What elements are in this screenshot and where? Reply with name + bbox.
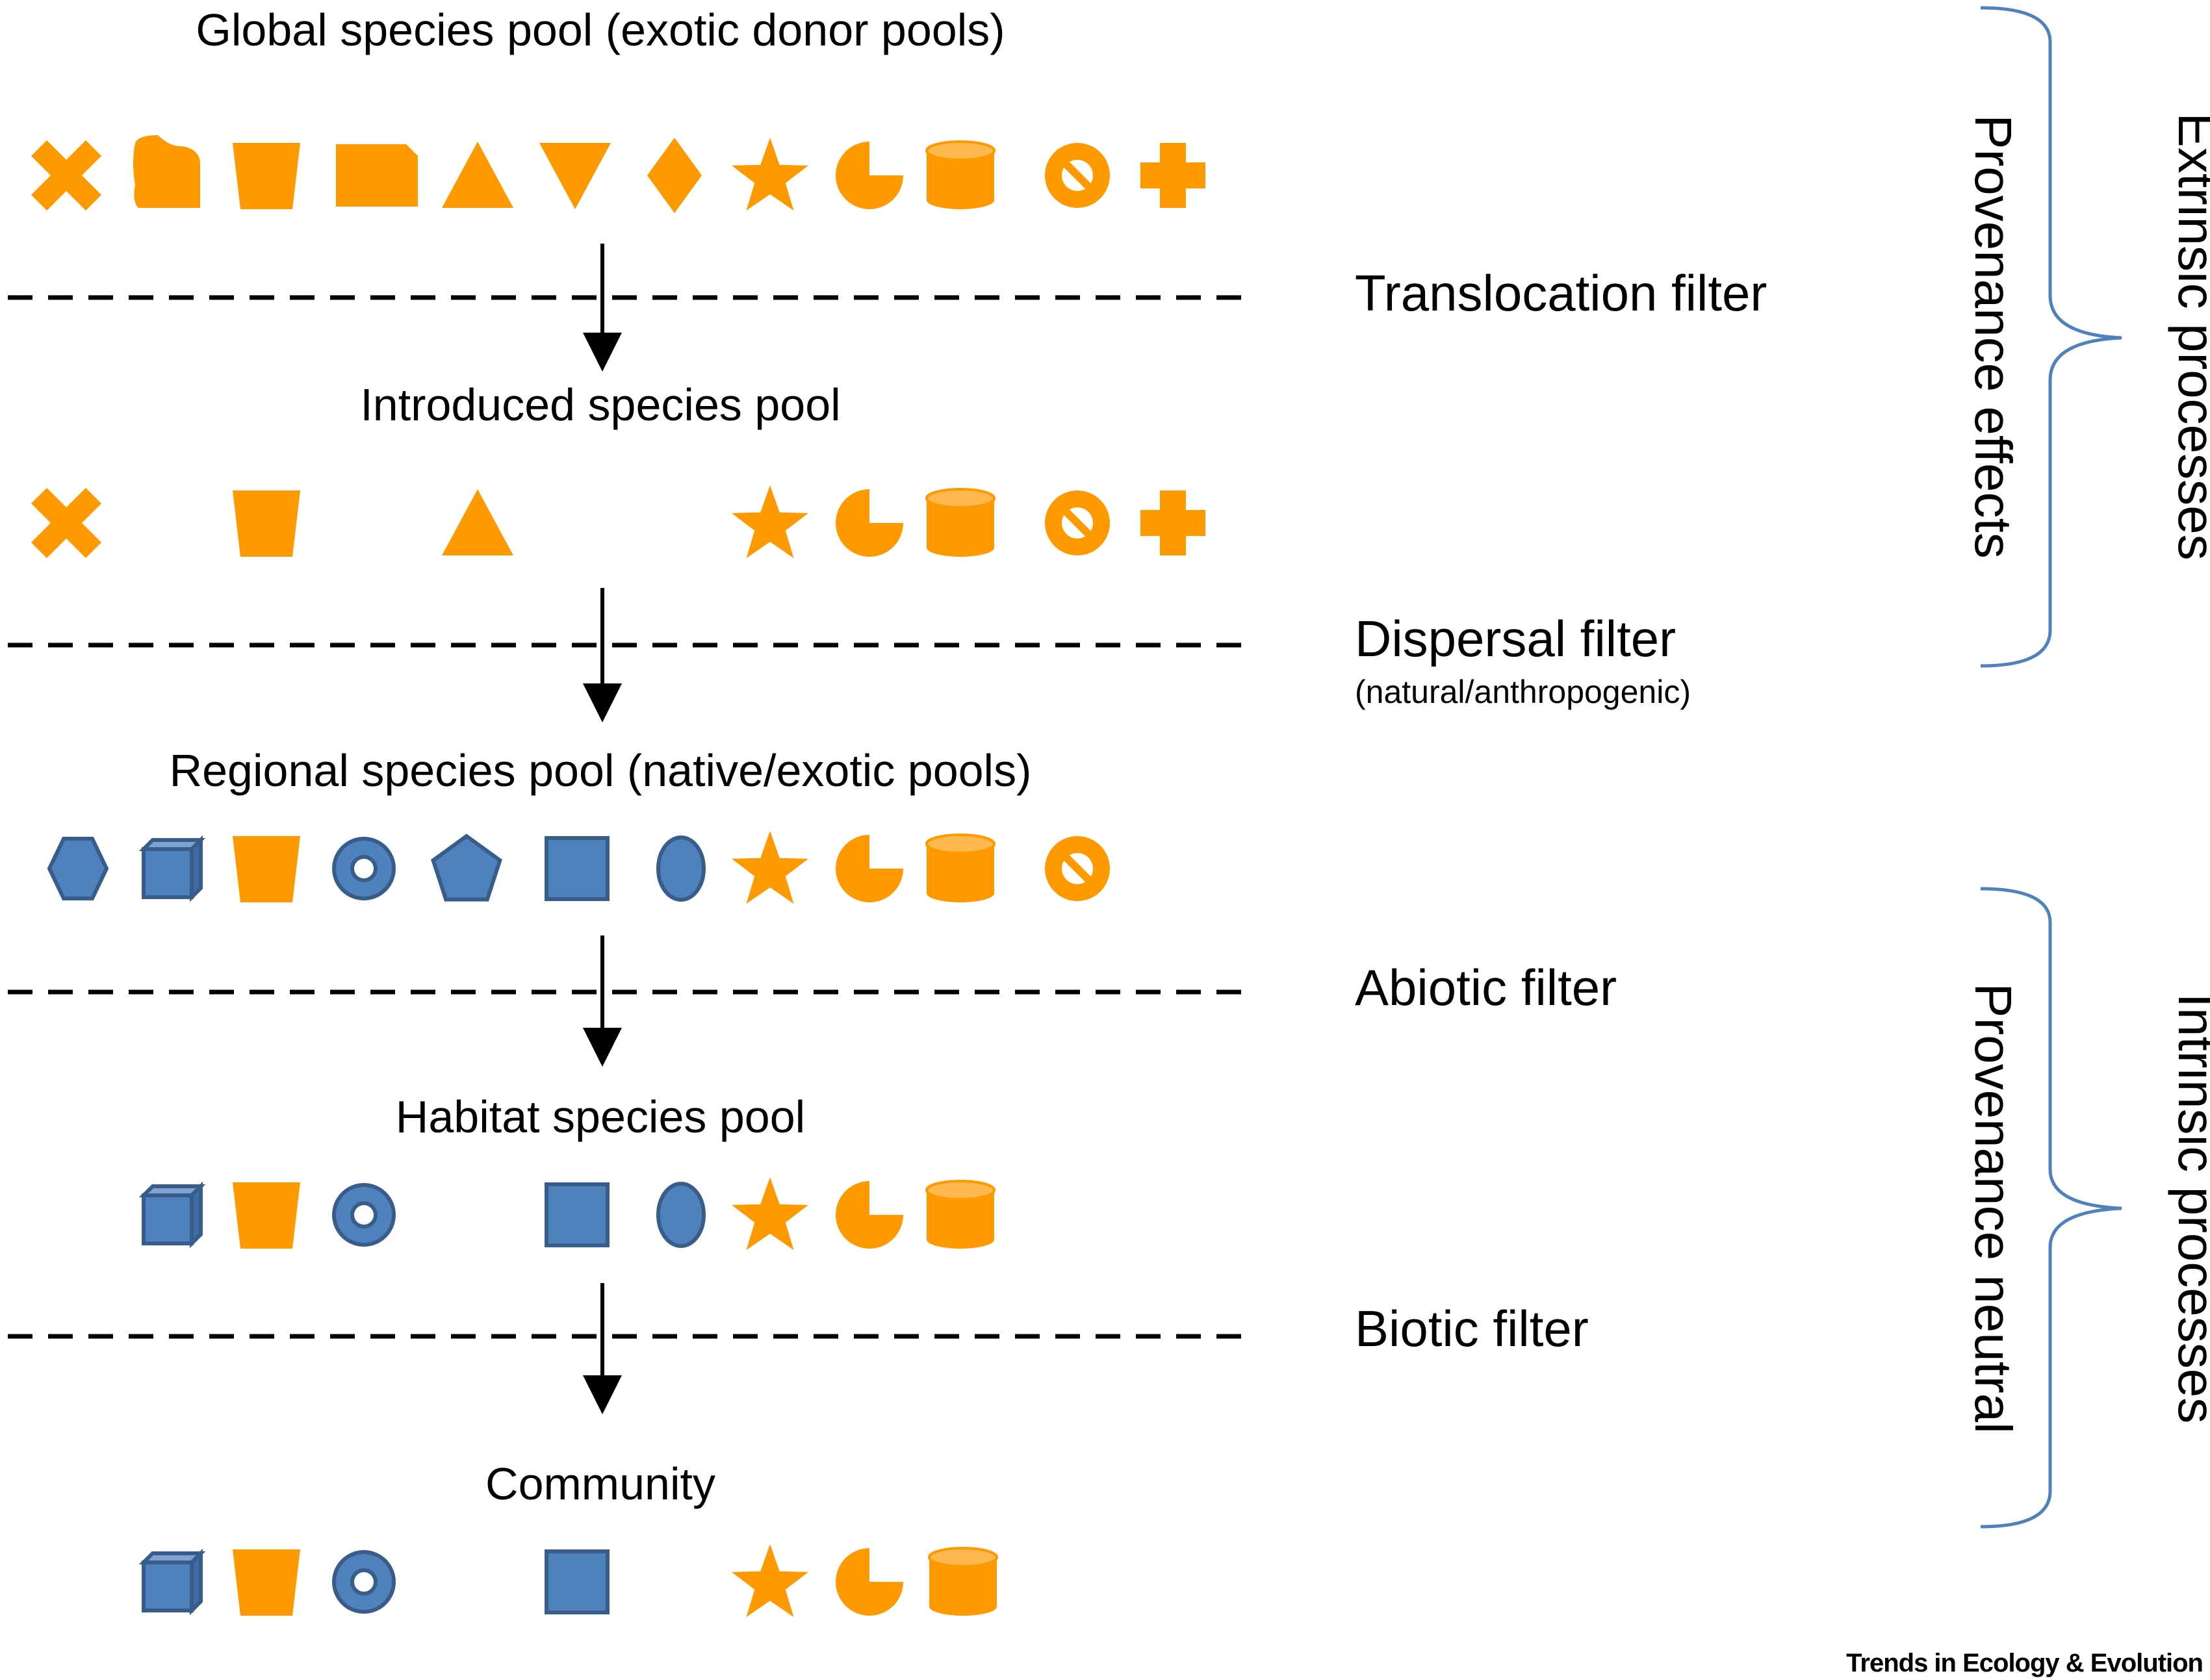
cube-icon bbox=[138, 1548, 206, 1616]
triangle-icon bbox=[442, 142, 513, 208]
blob-icon bbox=[133, 135, 200, 208]
cylinder-icon bbox=[928, 1547, 998, 1616]
x-shape-icon bbox=[31, 487, 102, 559]
pool-title-regional: Regional species pool (native/exotic poo… bbox=[170, 745, 1032, 796]
square-icon bbox=[545, 1182, 610, 1247]
star-icon bbox=[732, 831, 808, 904]
no-symbol-icon bbox=[1045, 490, 1110, 555]
journal-credit: Trends in Ecology & Evolution bbox=[1846, 1649, 2203, 1677]
square-icon bbox=[545, 836, 610, 901]
species-row-community bbox=[138, 1544, 998, 1618]
star-icon bbox=[732, 1544, 808, 1618]
donut-icon bbox=[332, 1550, 396, 1614]
snip-rect-icon bbox=[336, 144, 418, 207]
species-row-habitat bbox=[138, 1177, 996, 1251]
cylinder-icon bbox=[925, 1180, 996, 1249]
x-shape-icon bbox=[31, 140, 102, 211]
trapezoid-icon bbox=[233, 1182, 300, 1249]
cylinder-icon bbox=[925, 488, 996, 557]
donut-icon bbox=[332, 837, 396, 900]
intrinsic-processes-label: Intrinsic processes bbox=[2168, 993, 2210, 1423]
pentagon-icon bbox=[431, 834, 502, 902]
pool-title-global: Global species pool (exotic donor pools) bbox=[196, 5, 1005, 55]
cube-icon bbox=[138, 835, 206, 902]
provenance-neutral-label: Provenance neutral bbox=[1964, 983, 2022, 1434]
cylinder-icon bbox=[925, 140, 996, 209]
species-row-global bbox=[31, 135, 1205, 213]
filter-sublabel-dispersal: (natural/anthropogenic) bbox=[1355, 674, 1691, 710]
square-icon bbox=[545, 1549, 610, 1614]
filter-label-translocation: Translocation filter bbox=[1355, 264, 1767, 322]
star-icon bbox=[732, 485, 808, 559]
pie-icon bbox=[836, 1548, 903, 1616]
trapezoid-icon bbox=[233, 1549, 300, 1616]
filter-label-dispersal: Dispersal filter bbox=[1355, 610, 1676, 667]
ellipse-icon bbox=[656, 1182, 706, 1248]
pie-icon bbox=[836, 1181, 903, 1249]
filter-label-biotic: Biotic filter bbox=[1355, 1300, 1589, 1357]
pool-title-introduced: Introduced species pool bbox=[360, 379, 840, 430]
extrinsic-bracket bbox=[1980, 6, 2122, 668]
inverted-triangle-icon bbox=[539, 143, 611, 209]
cylinder-icon bbox=[925, 834, 996, 902]
star-icon bbox=[732, 1177, 808, 1251]
filter-label-abiotic: Abiotic filter bbox=[1355, 959, 1617, 1016]
triangle-icon bbox=[442, 489, 513, 555]
intrinsic-bracket bbox=[1980, 887, 2122, 1529]
no-symbol-icon bbox=[1045, 143, 1110, 208]
pool-title-habitat: Habitat species pool bbox=[396, 1091, 805, 1142]
provenance-effects-label: Provenance effects bbox=[1964, 114, 2022, 558]
trapezoid-icon bbox=[233, 836, 300, 902]
no-symbol-icon bbox=[1045, 836, 1110, 901]
diamond-icon bbox=[647, 138, 702, 213]
donut-icon bbox=[332, 1183, 396, 1247]
star-icon bbox=[732, 138, 808, 211]
cube-icon bbox=[138, 1181, 206, 1249]
plus-icon bbox=[1140, 143, 1205, 208]
pie-icon bbox=[836, 489, 903, 557]
trapezoid-icon bbox=[233, 490, 300, 557]
species-row-introduced bbox=[31, 485, 1205, 559]
extrinsic-processes-label: Extrinsic processes bbox=[2168, 112, 2210, 560]
pool-title-community: Community bbox=[485, 1458, 715, 1509]
ellipse-icon bbox=[656, 835, 706, 902]
plus-icon bbox=[1140, 490, 1205, 555]
pie-icon bbox=[836, 835, 903, 902]
hexagon-icon bbox=[47, 837, 109, 900]
species-row-regional bbox=[47, 831, 1110, 904]
trapezoid-icon bbox=[233, 143, 300, 209]
pie-icon bbox=[836, 142, 903, 209]
